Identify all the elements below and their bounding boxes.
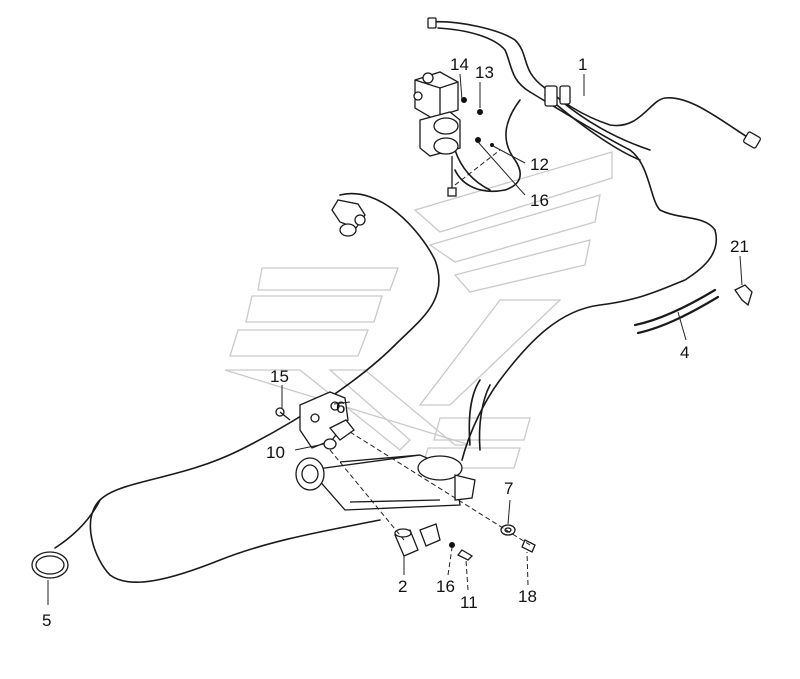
callout-1: 1: [578, 55, 587, 74]
callout-18: 18: [518, 587, 537, 606]
hose-part-4: [633, 288, 720, 335]
callout-4: 4: [680, 343, 689, 362]
callout-2: 2: [398, 577, 407, 596]
callout-11: 11: [460, 593, 478, 612]
wiring-harness: [427, 17, 761, 461]
watermark-logo: [224, 151, 613, 469]
valve-assembly: [413, 71, 494, 197]
callout-16-top: 16: [530, 191, 549, 210]
callout-12: 12: [530, 155, 549, 174]
clip-part-21: [734, 284, 753, 307]
callout-21: 21: [730, 237, 749, 256]
callout-10: 10: [266, 443, 285, 462]
callout-6: 6: [336, 398, 345, 417]
callout-7: 7: [504, 479, 513, 498]
callout-13: 13: [475, 63, 494, 82]
pin-part-2: [394, 523, 441, 557]
callout-15: 15: [270, 367, 289, 386]
bracket-part-6: [299, 391, 355, 449]
long-cable: [54, 192, 440, 583]
ring-part-5: [31, 551, 69, 579]
leader-lines: [47, 73, 743, 605]
callout-labels: 1 14 13 12 16 21 4 15 6 10 7 2 16 11 18 …: [42, 55, 749, 630]
callout-5: 5: [42, 611, 51, 630]
callout-14: 14: [450, 55, 469, 74]
actuator-cylinder: [295, 454, 476, 511]
callout-16-bottom: 16: [436, 577, 455, 596]
